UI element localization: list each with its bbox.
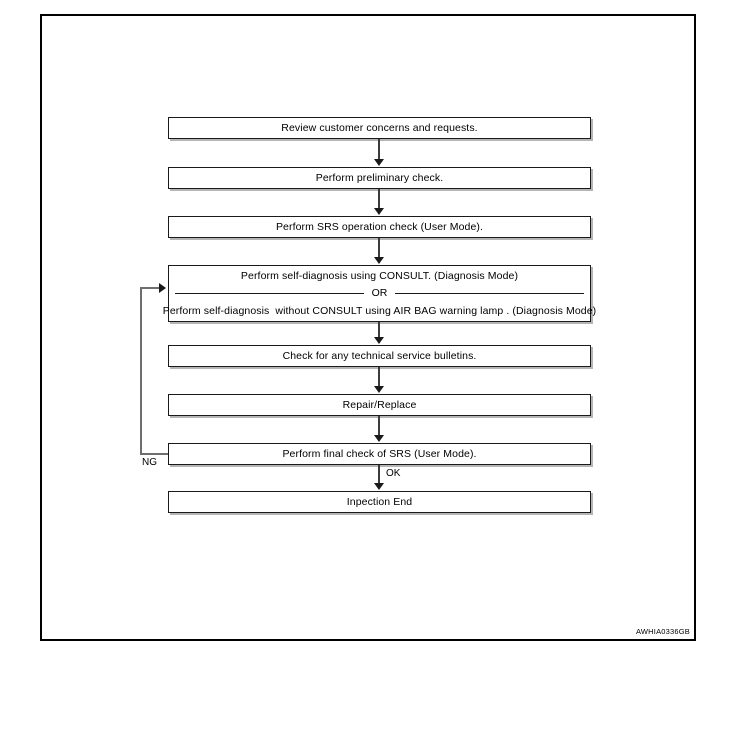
ng-loop-arrowhead [159, 283, 166, 293]
connector-line-5 [378, 367, 380, 388]
figure-code: AWHIA0336GB [635, 627, 690, 636]
connector-line-ok [378, 465, 380, 485]
connector-arrowhead-2 [374, 208, 384, 215]
connector-arrowhead-5 [374, 386, 384, 393]
connector-line-4 [378, 322, 380, 338]
flow-node-label: Inpection End [346, 496, 413, 508]
flowchart-canvas: Review customer concerns and requests. P… [42, 16, 698, 643]
or-rule-right [395, 293, 584, 294]
ng-loop-top-segment [140, 287, 160, 289]
connector-line-2 [378, 189, 380, 210]
figure-frame: Review customer concerns and requests. P… [40, 14, 696, 641]
connector-line-3 [378, 238, 380, 259]
flow-node-repair-replace[interactable]: Repair/Replace [168, 394, 591, 416]
connector-arrowhead-3 [374, 257, 384, 264]
edge-label-ok: OK [386, 468, 401, 479]
or-label: OR [371, 287, 388, 299]
flow-node-inspection-end[interactable]: Inpection End [168, 491, 591, 513]
connector-line-6 [378, 416, 380, 436]
flow-node-label: Review customer concerns and requests. [281, 122, 478, 134]
connector-line-1 [378, 139, 380, 161]
flow-node-perform-preliminary-check[interactable]: Perform preliminary check. [168, 167, 591, 189]
connector-arrowhead-ok [374, 483, 384, 490]
or-rule-left [175, 293, 364, 294]
flow-node-label: Perform preliminary check. [315, 172, 444, 184]
flow-node-perform-final-check[interactable]: Perform final check of SRS (User Mode). [168, 443, 591, 465]
connector-arrowhead-4 [374, 337, 384, 344]
flow-node-label: Perform final check of SRS (User Mode). [282, 448, 477, 460]
flow-node-label: Check for any technical service bulletin… [282, 350, 477, 362]
ng-loop-vertical-segment [140, 287, 142, 455]
connector-arrowhead-6 [374, 435, 384, 442]
edge-label-ng: NG [142, 457, 157, 468]
flow-node-review-customer-concerns[interactable]: Review customer concerns and requests. [168, 117, 591, 139]
flow-node-check-technical-service-bulletins[interactable]: Check for any technical service bulletin… [168, 345, 591, 367]
flow-node-label: Repair/Replace [342, 399, 417, 411]
ng-loop-bottom-segment [140, 453, 168, 455]
flow-node-label-warning-lamp: Perform self-diagnosis without CONSULT u… [162, 305, 597, 317]
flow-node-perform-self-diagnosis[interactable]: Perform self-diagnosis using CONSULT. (D… [163, 265, 596, 322]
flow-node-label: Perform SRS operation check (User Mode). [275, 221, 484, 233]
or-divider: OR [169, 288, 590, 299]
connector-arrowhead-1 [374, 159, 384, 166]
flow-node-perform-srs-operation-check[interactable]: Perform SRS operation check (User Mode). [168, 216, 591, 238]
flow-node-label-consult: Perform self-diagnosis using CONSULT. (D… [240, 270, 519, 282]
